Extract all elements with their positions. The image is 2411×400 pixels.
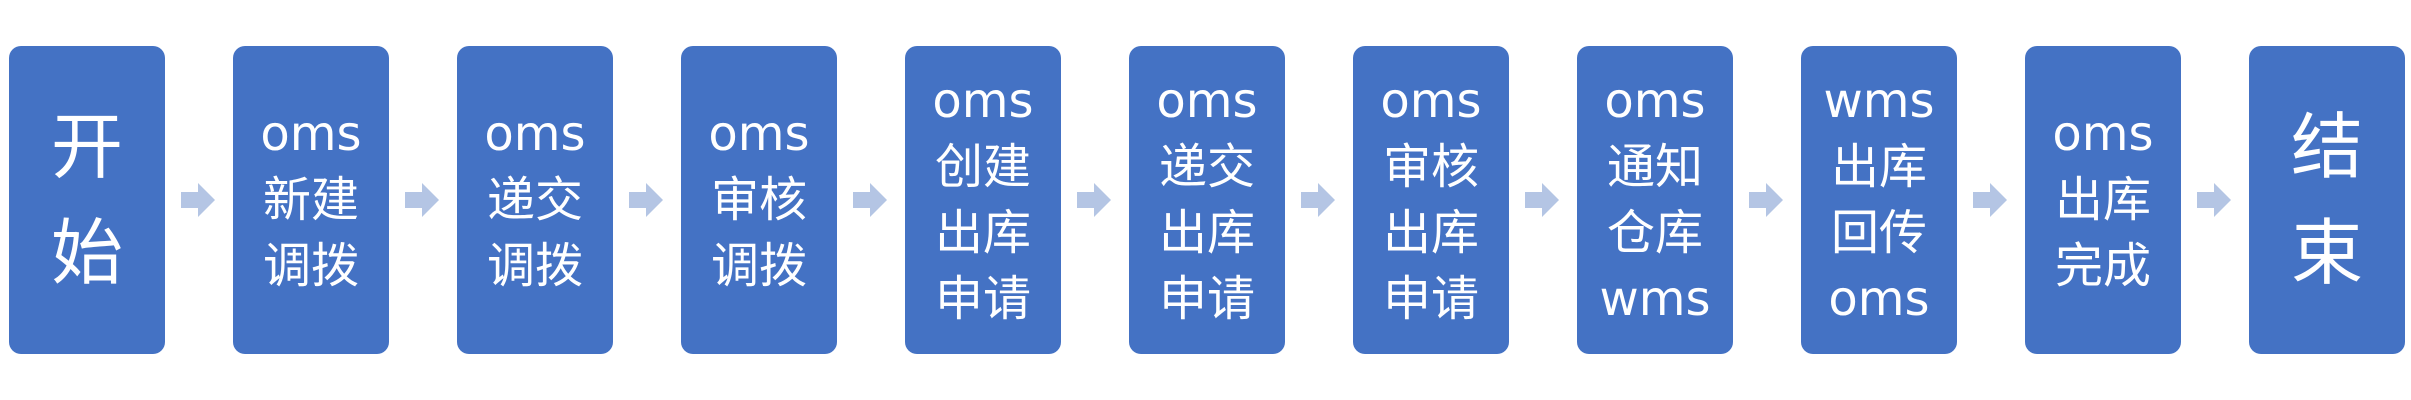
step-text-line: 审核 bbox=[1382, 139, 1479, 195]
step-text-line: 递交 bbox=[486, 172, 583, 228]
step-text-line: 出库 bbox=[1382, 205, 1479, 261]
step-oms-submit-outbound-request: oms 递交 出库 申请 bbox=[1129, 46, 1285, 354]
right-arrow-icon bbox=[1973, 183, 2007, 217]
step-text-line: 申请 bbox=[1382, 271, 1479, 327]
step-text-line: 出库 bbox=[934, 205, 1031, 261]
step-text-line: wms bbox=[1823, 73, 1935, 129]
step-oms-create-outbound-request: oms 创建 出库 申请 bbox=[905, 46, 1061, 354]
step-text-line: 仓库 bbox=[1606, 205, 1703, 261]
step-text-line: 出库 bbox=[1158, 205, 1255, 261]
step-text-line: 出库 bbox=[1830, 139, 1927, 195]
right-arrow-icon bbox=[405, 183, 439, 217]
right-arrow-icon bbox=[1749, 183, 1783, 217]
right-arrow-icon bbox=[2197, 183, 2231, 217]
step-oms-outbound-complete: oms 出库 完成 bbox=[2025, 46, 2181, 354]
step-text-line: oms bbox=[1604, 73, 1706, 129]
step-text-line: oms bbox=[708, 106, 810, 162]
step-text-line: 调拨 bbox=[262, 238, 359, 294]
step-text-line: wms bbox=[1599, 271, 1711, 327]
step-text-line: 回传 bbox=[1830, 205, 1927, 261]
right-arrow-icon bbox=[629, 183, 663, 217]
step-text-line: 调拨 bbox=[486, 238, 583, 294]
right-arrow-icon bbox=[181, 183, 215, 217]
step-text-line: oms bbox=[1380, 73, 1482, 129]
step-text-line: 调拨 bbox=[710, 238, 807, 294]
step-oms-review-transfer: oms 审核 调拨 bbox=[681, 46, 837, 354]
step-text-line: 申请 bbox=[1158, 271, 1255, 327]
step-oms-review-outbound-request: oms 审核 出库 申请 bbox=[1353, 46, 1509, 354]
step-text-line: oms bbox=[1828, 271, 1930, 327]
step-text-line: 审核 bbox=[710, 172, 807, 228]
step-oms-create-transfer: oms 新建 调拨 bbox=[233, 46, 389, 354]
step-text-line: 递交 bbox=[1158, 139, 1255, 195]
step-text-line: 出库 bbox=[2054, 172, 2151, 228]
step-text-line: oms bbox=[932, 73, 1034, 129]
right-arrow-icon bbox=[1301, 183, 1335, 217]
step-text-line: 创建 bbox=[934, 139, 1031, 195]
step-text-line: oms bbox=[260, 106, 362, 162]
step-text-line: oms bbox=[2052, 106, 2154, 162]
step-text-line: 结 bbox=[2290, 105, 2363, 189]
step-end: 结 束 bbox=[2249, 46, 2405, 354]
step-text-line: oms bbox=[1156, 73, 1258, 129]
step-wms-outbound-return-oms: wms 出库 回传 oms bbox=[1801, 46, 1957, 354]
step-text-line: 申请 bbox=[934, 271, 1031, 327]
step-start: 开 始 bbox=[9, 46, 165, 354]
step-oms-submit-transfer: oms 递交 调拨 bbox=[457, 46, 613, 354]
step-text-line: 通知 bbox=[1606, 139, 1703, 195]
right-arrow-icon bbox=[1525, 183, 1559, 217]
right-arrow-icon bbox=[1077, 183, 1111, 217]
step-text-line: 完成 bbox=[2054, 238, 2151, 294]
step-text-line: 开 bbox=[50, 105, 123, 189]
step-oms-notify-warehouse-wms: oms 通知 仓库 wms bbox=[1577, 46, 1733, 354]
step-text-line: 新建 bbox=[262, 172, 359, 228]
step-text-line: 始 bbox=[50, 211, 123, 295]
step-text-line: 束 bbox=[2290, 211, 2363, 295]
step-text-line: oms bbox=[484, 106, 586, 162]
right-arrow-icon bbox=[853, 183, 887, 217]
